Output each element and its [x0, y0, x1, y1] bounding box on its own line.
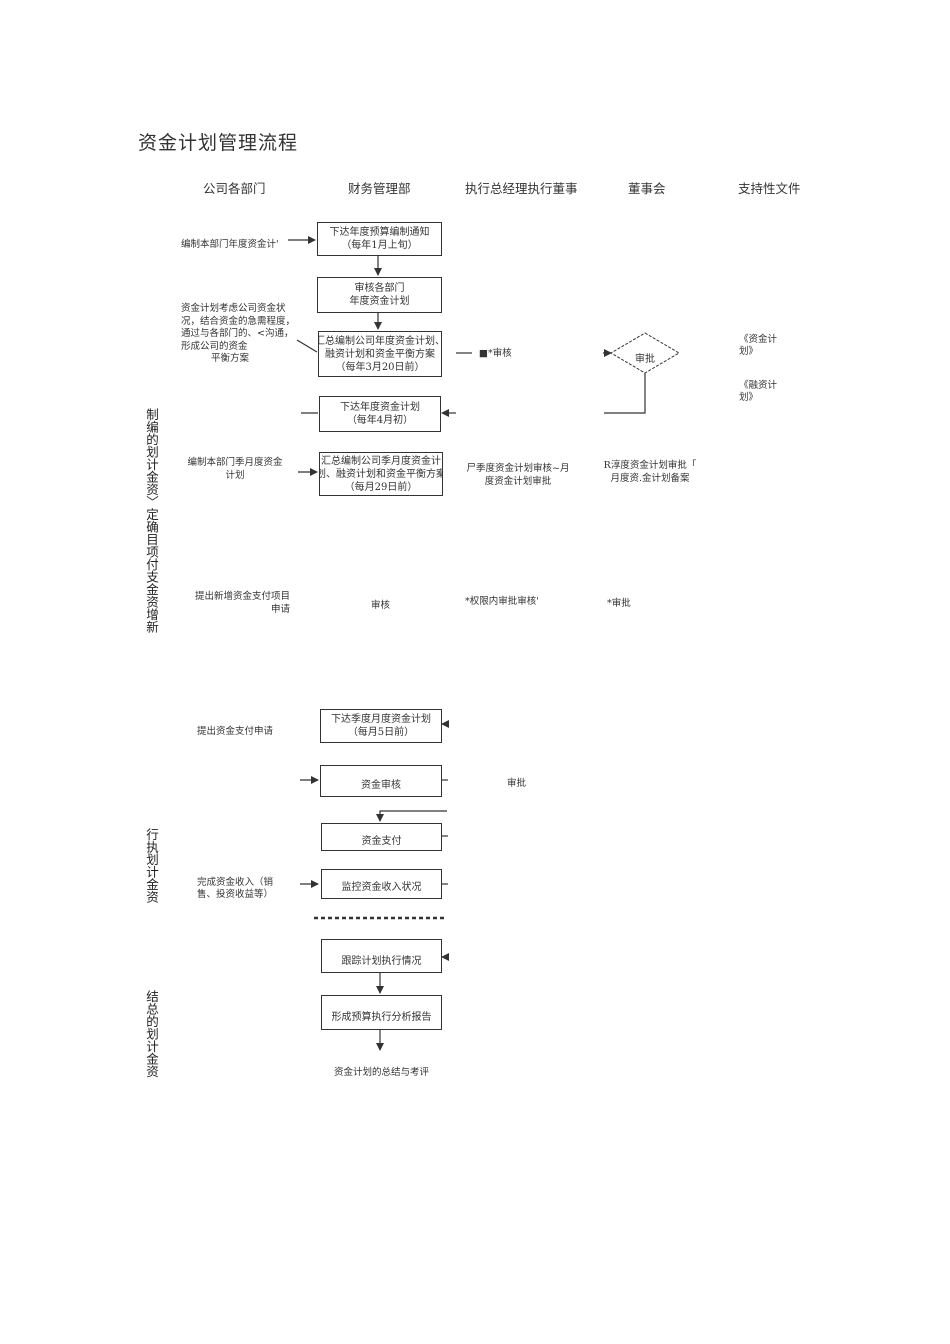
- note-dept-annual-plan: 编制本部门年度资金计': [181, 239, 279, 250]
- box-line: 汇总编制公司年度资金计划、: [318, 335, 442, 347]
- box-line: 形成预算执行分析报告: [331, 1012, 432, 1023]
- note-line: 计划: [225, 469, 245, 481]
- note-exec-monthly-review: 尸季度资金计划审核~月 度资金计划审批: [462, 463, 574, 488]
- box-issue-annual-plan: 下达年度资金计划 （每年4月初）: [319, 396, 441, 432]
- note-line: 申请: [270, 603, 290, 615]
- column-header-departments: 公司各部门: [203, 181, 266, 196]
- note-dept-monthly-plan: 编制本部门季月度资金 计划: [184, 457, 286, 482]
- note-exec-review: ■*审核: [479, 348, 512, 359]
- note-line: 《融资计: [739, 380, 778, 391]
- phase-label-execution: 行执划计金资: [144, 828, 159, 903]
- note-line: 提出新增资金支付项目: [194, 591, 290, 602]
- note-line: 月度资.金计划备案: [610, 472, 690, 484]
- column-header-executive: 执行总经理执行董事: [465, 181, 578, 196]
- note-line: 度资金计划审批: [484, 475, 552, 487]
- box-line: （每年3月20日前）: [335, 361, 425, 373]
- box-line: 下达季度月度资金计划: [331, 714, 431, 725]
- box-line: （每月5日前）: [347, 727, 415, 738]
- column-header-finance: 财务管理部: [348, 181, 411, 196]
- phase-label-summary: 结总的划计金资: [144, 990, 159, 1078]
- box-budget-notice: 下达年度预算编制通知 （每年1月上旬）: [317, 222, 442, 256]
- note-summary-evaluation: 资金计划的总结与考评: [334, 1067, 430, 1078]
- box-line: 资金支付: [361, 835, 402, 847]
- note-line: 资金计划考虑公司资金状: [181, 303, 286, 314]
- box-analysis-report: 形成预算执行分析报告: [321, 995, 442, 1030]
- note-balance-plan: 资金计划考虑公司资金状 况，结合资金的急需程度， 通过与各部门的、<沟通， 形成…: [181, 303, 295, 366]
- note-finance-review: 审核: [371, 600, 391, 611]
- note-line: 《资金计: [739, 334, 778, 345]
- box-monitor-income: 监控资金收入状况: [321, 869, 442, 899]
- page-title: 资金计划管理流程: [138, 132, 299, 154]
- box-fund-review: 资金审核: [320, 765, 442, 797]
- box-compile-monthly-plan: 汇总编制公司季月度资金计 划、融资计划和资金平衡方案 （每月29日前）: [319, 452, 443, 496]
- note-payment-request: 提出资金支付申请: [197, 726, 274, 737]
- note-line: 完成资金收入（销: [197, 877, 274, 888]
- box-line: 汇总编制公司季月度资金计: [321, 455, 441, 467]
- approval-diamond: [610, 332, 680, 374]
- note-board-monthly-approval: R淳度资金计划审批「 月度资.金计划备案: [598, 460, 702, 485]
- note-line: 售、投资收益等）: [197, 889, 274, 900]
- box-line: 划、融资计划和资金平衡方案: [319, 468, 443, 480]
- box-track-execution: 跟踪计划执行情况: [321, 939, 442, 973]
- note-line: 形成公司的资金: [181, 340, 248, 352]
- box-review-dept-plan: 审核各部门 年度资金计划: [317, 277, 442, 313]
- note-line: 况，结合资金的急需程度，: [181, 315, 296, 327]
- doc-financing-plan: 《融资计 划》: [739, 380, 777, 403]
- note-line: 编制本部门季月度资金: [187, 457, 283, 468]
- note-line: 划》: [739, 391, 759, 403]
- box-line: 监控资金收入状况: [341, 881, 422, 893]
- box-line: 年度资金计划: [349, 296, 410, 307]
- box-line: （每年1月上旬）: [341, 240, 418, 251]
- box-compile-annual-plan: 汇总编制公司年度资金计划、 融资计划和资金平衡方案 （每年3月20日前）: [318, 331, 442, 377]
- note-line: R淳度资金计划审批「: [603, 460, 697, 471]
- note-exec-approve-payment: 审批: [507, 778, 527, 789]
- phase-label-planning: 制编的划计金资〉定确目项付支金资增新: [144, 408, 159, 633]
- box-line: 审核各部门: [354, 283, 405, 294]
- line-diamond-return: [604, 373, 646, 414]
- box-line: 下达年度资金计划: [340, 402, 420, 413]
- box-line: （每年4月初）: [346, 415, 414, 426]
- doc-fund-plan: 《资金计 划》: [739, 334, 777, 357]
- note-line: 平衡方案: [211, 353, 250, 364]
- box-line: 跟踪计划执行情况: [341, 955, 422, 967]
- column-header-board: 董事会: [628, 181, 666, 196]
- note-income-complete: 完成资金收入（销 售、投资收益等）: [197, 877, 273, 901]
- box-line: 资金审核: [361, 779, 401, 791]
- note-line: 尸季度资金计划审核~月: [466, 463, 570, 474]
- box-fund-payment: 资金支付: [321, 823, 442, 851]
- box-line: （每月29日前）: [344, 481, 418, 493]
- note-line: 通过与各部门的、<沟通，: [181, 328, 294, 339]
- diamond-label: 审批: [635, 352, 655, 365]
- arrow-to-b8: [376, 810, 447, 822]
- line-n2-b3: [296, 339, 318, 353]
- note-line: 划》: [739, 345, 759, 357]
- box-line: 下达年度预算编制通知: [329, 227, 430, 238]
- note-board-approval: *审批: [607, 598, 631, 609]
- box-line: 融资计划和资金平衡方案: [325, 348, 435, 360]
- note-exec-authority-approval: *权限内审批审核': [465, 596, 539, 607]
- column-header-documents: 支持性文件: [738, 181, 801, 196]
- note-new-payment-request: 提出新增资金支付项目 申请: [186, 591, 290, 616]
- box-issue-monthly-plan: 下达季度月度资金计划 （每月5日前）: [320, 709, 442, 743]
